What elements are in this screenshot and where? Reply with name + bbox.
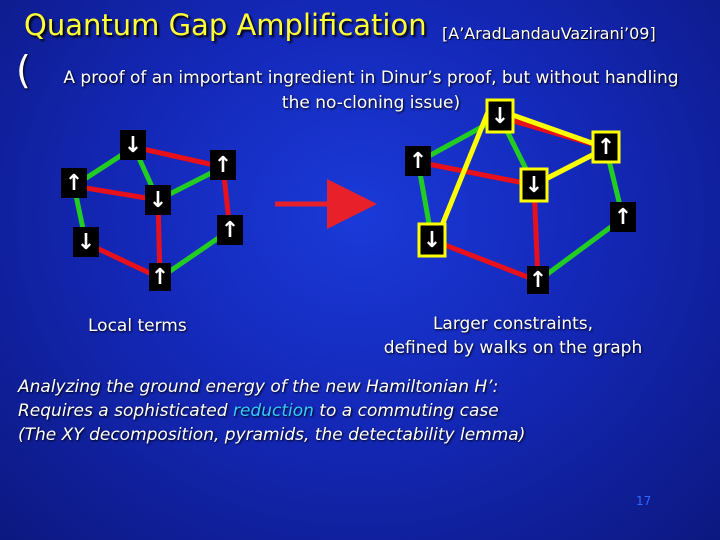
right-caption-line-1: Larger constraints, xyxy=(432,314,594,334)
right-edge xyxy=(431,237,539,284)
spin-node: ↓ xyxy=(73,227,99,257)
page-number: 17 xyxy=(636,494,652,508)
svg-text:↑: ↑ xyxy=(65,171,83,196)
walk-path xyxy=(429,104,609,251)
spin-node: ↓ xyxy=(485,98,515,134)
subtitle-line-1: A proof of an important ingredient in Di… xyxy=(63,68,679,88)
citation: [A’AradLandauVazirani’09] xyxy=(442,24,656,43)
svg-text:↓: ↓ xyxy=(124,133,142,158)
body-line-2-highlight: reduction xyxy=(232,401,314,421)
left-caption: Local terms xyxy=(88,316,187,336)
subtitle: A proof of an important ingredient in Di… xyxy=(36,66,706,116)
body-text: Analyzing the ground energy of the new H… xyxy=(18,375,525,447)
svg-text:↓: ↓ xyxy=(77,230,95,255)
subtitle-line-2: the no-cloning issue) xyxy=(281,93,461,113)
right-edge xyxy=(417,159,535,188)
slide-title: Quantum Gap Amplification xyxy=(24,8,427,42)
body-line-3: (The XY decomposition, pyramids, the det… xyxy=(18,425,526,445)
svg-text:↑: ↑ xyxy=(221,218,239,243)
right-caption: Larger constraints, defined by walks on … xyxy=(372,312,654,360)
body-line-1: Analyzing the ground energy of the new H… xyxy=(18,377,499,397)
svg-text:↑: ↑ xyxy=(151,265,169,290)
svg-text:↑: ↑ xyxy=(214,153,232,178)
spin-node: ↑ xyxy=(405,146,431,176)
svg-text:↑: ↑ xyxy=(409,149,427,174)
svg-text:↓: ↓ xyxy=(491,104,509,129)
left-edge xyxy=(133,144,224,170)
svg-text:↓: ↓ xyxy=(149,188,167,213)
spin-node: ↑ xyxy=(610,202,636,232)
spin-node: ↑ xyxy=(149,263,171,291)
spin-node: ↑ xyxy=(61,168,87,198)
spin-node: ↑ xyxy=(217,215,243,245)
svg-text:↑: ↑ xyxy=(529,268,547,293)
body-line-2: Requires a sophisticated reduction to a … xyxy=(18,399,525,423)
spin-node: ↓ xyxy=(519,167,549,203)
svg-text:↑: ↑ xyxy=(597,135,615,160)
right-graph-nodes: ↓ ↑ ↑ ↓ ↑ ↓ ↑ xyxy=(405,98,636,294)
spin-node: ↓ xyxy=(145,185,171,215)
spin-node: ↓ xyxy=(417,222,447,258)
spin-node: ↑ xyxy=(527,266,549,294)
svg-text:↑: ↑ xyxy=(614,205,632,230)
spin-node: ↓ xyxy=(120,130,146,160)
svg-text:↓: ↓ xyxy=(525,173,543,198)
body-line-2-post: to a commuting case xyxy=(313,401,499,421)
spin-node: ↑ xyxy=(210,150,236,180)
right-caption-line-2: defined by walks on the graph xyxy=(383,338,643,358)
subtitle-open-paren: ( xyxy=(16,48,31,92)
left-graph-nodes: ↓ ↑ ↑ ↓ ↑ ↓ ↑ xyxy=(61,130,243,291)
body-line-2-pre: Requires a sophisticated xyxy=(18,401,233,421)
right-edge xyxy=(536,215,625,284)
svg-text:↓: ↓ xyxy=(423,228,441,253)
left-edge xyxy=(73,183,159,203)
spin-node: ↑ xyxy=(591,130,621,164)
